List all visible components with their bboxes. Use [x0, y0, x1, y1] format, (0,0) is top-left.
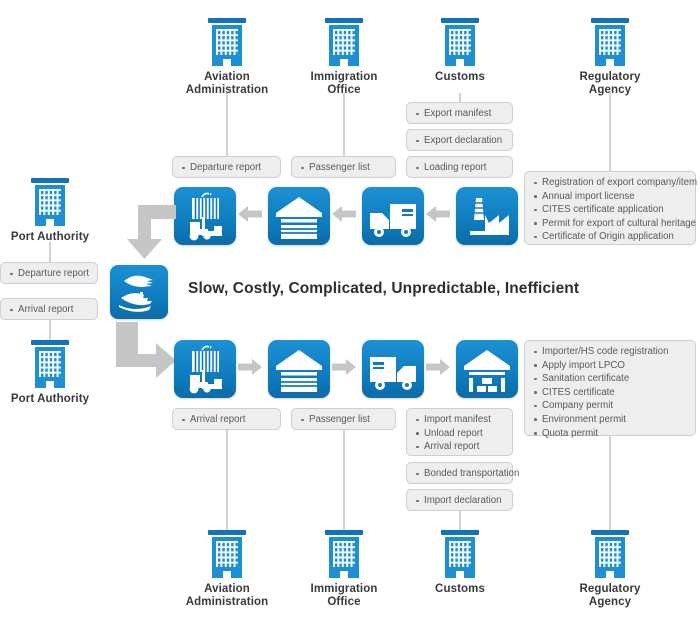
- agency-label: Immigration Office: [310, 71, 378, 96]
- agency-regulatory-agency-top: Regulatory Agency: [550, 18, 670, 97]
- building-icon: [208, 18, 246, 66]
- note-departure-report-aviation: Departure report: [172, 156, 281, 178]
- note-regulatory-import-requirements: Importer/HS code registration Apply impo…: [524, 340, 696, 439]
- ship-vessel-icon: [119, 275, 153, 312]
- building-icon: [591, 530, 629, 578]
- warehouse-icon: [276, 197, 322, 239]
- building-icon: [325, 18, 363, 66]
- node-ship[interactable]: [110, 265, 168, 319]
- node-warehouse-storage-import[interactable]: [456, 340, 518, 398]
- agency-customs-bottom: Customs: [400, 530, 520, 596]
- note-passenger-list-immigration-import: Passenger list: [291, 408, 396, 430]
- connector-line: [343, 430, 345, 530]
- node-truck-export[interactable]: [362, 187, 424, 245]
- node-truck-import[interactable]: [362, 340, 424, 398]
- connector-line: [49, 242, 51, 263]
- connector-line: [459, 93, 461, 103]
- node-forklift-export[interactable]: [174, 187, 236, 245]
- building-icon: [325, 530, 363, 578]
- note-arrival-report-aviation: Arrival report: [172, 408, 281, 430]
- connector-line: [609, 436, 611, 530]
- warehouse-storage-icon: [464, 350, 510, 392]
- node-factory-export[interactable]: [456, 187, 518, 245]
- agency-label: Aviation Administration: [185, 71, 269, 96]
- forklift-container-icon: [189, 345, 222, 394]
- agency-label: Aviation Administration: [185, 583, 269, 608]
- agency-label: Customs: [435, 71, 485, 83]
- node-forklift-import[interactable]: [174, 340, 236, 398]
- agency-aviation-administration-bottom: Aviation Administration: [167, 530, 287, 609]
- note-import-manifest-group: Import manifest Unload report Arrival re…: [406, 408, 513, 456]
- note-export-declaration: Export declaration: [406, 129, 513, 151]
- connector-line: [49, 320, 51, 341]
- agency-label: Immigration Office: [310, 583, 378, 608]
- agency-customs-top: Customs: [400, 18, 520, 84]
- note-departure-report-port: Departure report: [0, 262, 98, 284]
- note-arrival-report-port: Arrival report: [0, 298, 98, 320]
- elbow-arrow-to-ship: [110, 193, 182, 261]
- agency-regulatory-agency-bottom: Regulatory Agency: [550, 530, 670, 609]
- connector-line: [226, 430, 228, 530]
- agency-label: Port Authority: [10, 393, 90, 405]
- agency-port-authority-lower: Port Authority: [0, 340, 110, 406]
- building-icon: [441, 530, 479, 578]
- arrow-right-import-2: [331, 356, 357, 378]
- agency-label: Customs: [435, 583, 485, 595]
- truck-icon: [370, 204, 416, 237]
- connector-line: [226, 93, 228, 156]
- note-loading-report: Loading report: [406, 156, 513, 178]
- agency-port-authority-upper: Port Authority: [0, 178, 110, 244]
- headline-text: Slow, Costly, Complicated, Unpredictable…: [188, 280, 580, 297]
- building-icon: [591, 18, 629, 66]
- note-bonded-transportation: Bonded transportation: [406, 462, 519, 484]
- arrow-right-import-3: [425, 356, 451, 378]
- building-icon: [441, 18, 479, 66]
- arrow-right-import-1: [237, 356, 263, 378]
- note-passenger-list-immigration: Passenger list: [291, 156, 396, 178]
- forklift-container-icon: [189, 192, 222, 241]
- arrow-left-export-1: [237, 203, 263, 225]
- building-icon: [31, 178, 69, 226]
- connector-line: [609, 93, 611, 171]
- agency-immigration-office-top: Immigration Office: [284, 18, 404, 97]
- node-warehouse-import[interactable]: [268, 340, 330, 398]
- building-icon: [208, 530, 246, 578]
- node-warehouse-export[interactable]: [268, 187, 330, 245]
- agency-label: Port Authority: [10, 231, 90, 243]
- factory-icon: [470, 198, 509, 235]
- arrow-left-export-3: [425, 203, 451, 225]
- elbow-arrow-from-ship: [110, 322, 182, 384]
- note-regulatory-export-requirements: Registration of export company/item Annu…: [524, 171, 697, 245]
- agency-label: Regulatory Agency: [579, 71, 641, 96]
- arrow-left-export-2: [331, 203, 357, 225]
- agency-immigration-office-bottom: Immigration Office: [284, 530, 404, 609]
- note-import-declaration: Import declaration: [406, 489, 513, 511]
- warehouse-icon: [276, 350, 322, 392]
- building-icon: [31, 340, 69, 388]
- connector-line: [459, 511, 461, 530]
- agency-aviation-administration-top: Aviation Administration: [167, 18, 287, 97]
- connector-line: [343, 93, 345, 156]
- truck-icon: [370, 357, 416, 390]
- note-export-manifest: Export manifest: [406, 102, 513, 124]
- agency-label: Regulatory Agency: [579, 583, 641, 608]
